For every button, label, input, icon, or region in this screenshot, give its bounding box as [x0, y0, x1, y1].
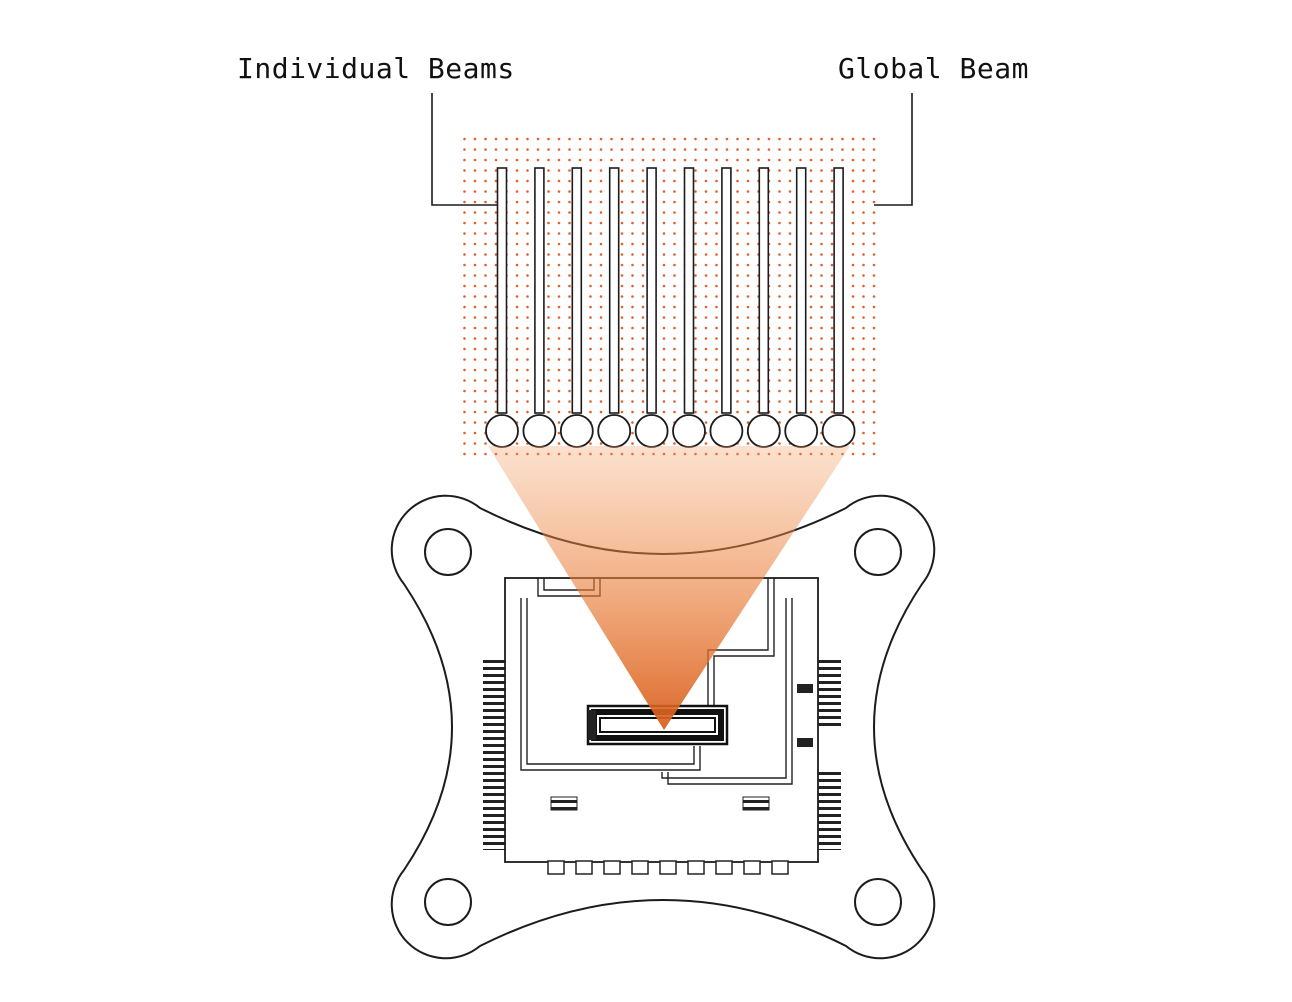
beam-lens — [597, 414, 632, 448]
smd-component-lower — [797, 738, 813, 747]
beam-line — [795, 167, 807, 414]
individual-beams-label: Individual Beams — [237, 52, 515, 85]
mount-hole-top-right — [854, 528, 902, 576]
wire-connector-right-upper — [818, 658, 841, 728]
circuit-trace-left-outer — [520, 598, 701, 771]
hatched-pad-left — [550, 796, 578, 811]
bond-pad — [771, 860, 789, 875]
beam-lens — [559, 414, 594, 448]
beam-lens — [634, 414, 669, 448]
bond-pad — [631, 860, 649, 875]
beam-lens — [821, 414, 856, 448]
beam-line — [758, 167, 770, 414]
beam-line — [721, 167, 732, 414]
beam-lens — [784, 414, 819, 448]
beam-line — [683, 167, 695, 414]
bond-pad — [715, 860, 733, 875]
bond-pad — [603, 860, 621, 875]
bond-pad — [687, 860, 705, 875]
beam-lens — [672, 414, 706, 448]
smd-component-upper — [797, 684, 813, 693]
beam-cone — [488, 446, 850, 730]
mount-hole-bottom-left — [424, 878, 472, 926]
beam-dot-field — [458, 132, 877, 458]
beam-line — [833, 167, 844, 414]
bond-pad — [547, 860, 565, 875]
bond-pad — [659, 860, 677, 875]
mount-hole-top-left — [424, 528, 472, 576]
beam-array — [485, 167, 856, 448]
circuit-trace-right-inner — [713, 578, 775, 706]
circuit-trace-right-long-inner — [661, 598, 787, 779]
beam-line — [608, 167, 620, 414]
beam-lens — [485, 414, 519, 448]
hatched-pad-right — [742, 796, 770, 811]
bond-pad — [575, 860, 593, 875]
circuit-trace-left-inner — [526, 598, 695, 765]
circuit-trace-right-outer — [707, 578, 769, 706]
beam-line — [646, 167, 657, 414]
wire-connector-right-lower — [818, 770, 841, 850]
individual-beams-leader-line — [431, 93, 497, 206]
beam-lens — [709, 414, 744, 448]
beam-lens — [522, 414, 557, 448]
mount-hole-bottom-right — [854, 878, 902, 926]
beam-line — [496, 167, 508, 414]
beam-line — [534, 167, 545, 414]
global-beam-leader-line — [874, 93, 913, 206]
bond-pad — [743, 860, 761, 875]
beam-line — [571, 167, 583, 414]
mems-mirror-tab — [588, 710, 596, 740]
beam-lens — [746, 414, 781, 448]
bond-pad-row — [547, 860, 789, 875]
global-beam-label: Global Beam — [838, 52, 1029, 85]
wire-connector-left — [483, 658, 506, 850]
